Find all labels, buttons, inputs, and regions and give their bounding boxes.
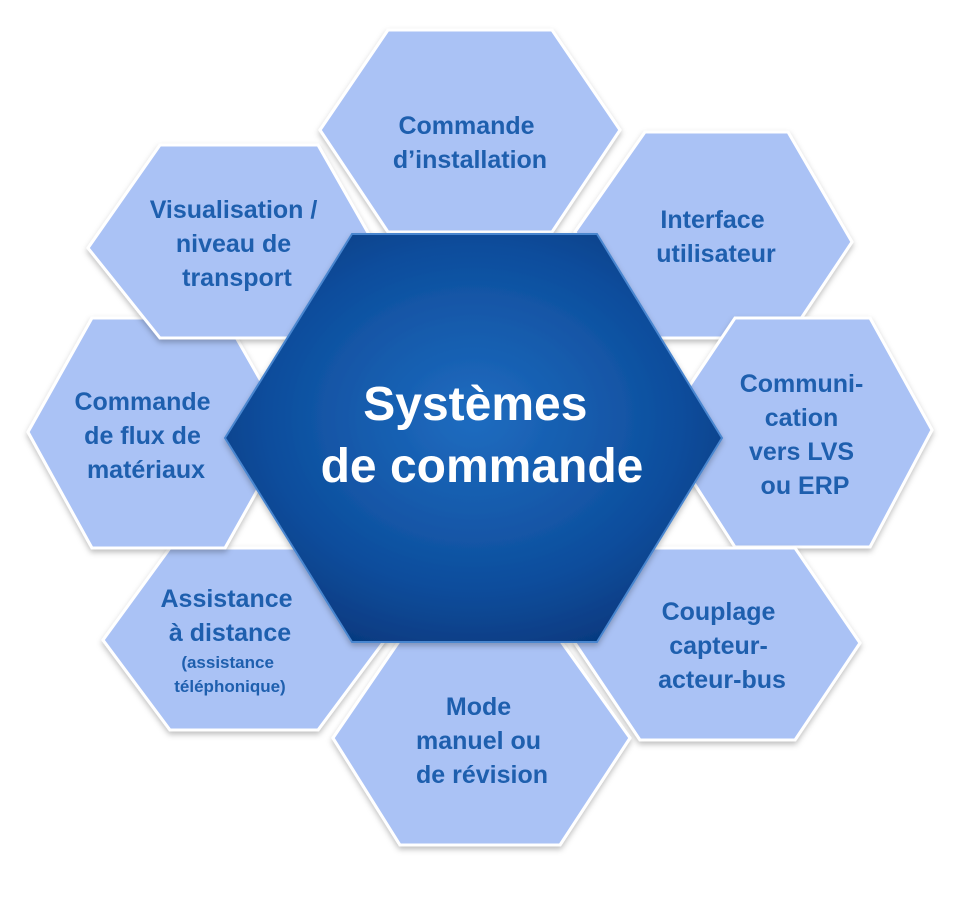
petal-label: Interface utilisateur (656, 206, 776, 268)
petal-assistance-distance: Assistance à distance (assistance téléph… (101, 546, 387, 732)
center-hexagon (223, 233, 724, 643)
petal-commande-flux-materiaux: Commande de flux de matériaux (26, 316, 292, 550)
petal-label: Commande d’installation (393, 112, 547, 174)
petal-visualisation-transport: Visualisation / niveau de transport (86, 143, 377, 340)
center-title: Systèmes de commande (321, 378, 644, 493)
petal-label: Mode manuel ou de révision (416, 693, 548, 789)
petal-mode-manuel-revision: Mode manuel ou de révision (331, 638, 632, 847)
petal-communication-lvs-erp: Communi- cation vers LVS ou ERP (658, 316, 934, 549)
petal-label: Assistance à distance (161, 585, 300, 647)
center-hexagon-shape (223, 233, 724, 643)
petal-hexagon (318, 28, 622, 234)
petal-label: Couplage capteur- acteur-bus (658, 598, 786, 694)
petal-label: Communi- cation vers LVS ou ERP (740, 370, 871, 500)
petal-couplage-capteur-acteur-bus: Couplage capteur- acteur-bus (573, 546, 862, 742)
petal-commande-installation: Commande d’installation (318, 28, 622, 234)
petal-label: Visualisation / niveau de transport (150, 196, 325, 292)
petal-label: Commande de flux de matériaux (74, 388, 217, 484)
petal-sublabel: (assistance téléphonique) (174, 653, 285, 696)
